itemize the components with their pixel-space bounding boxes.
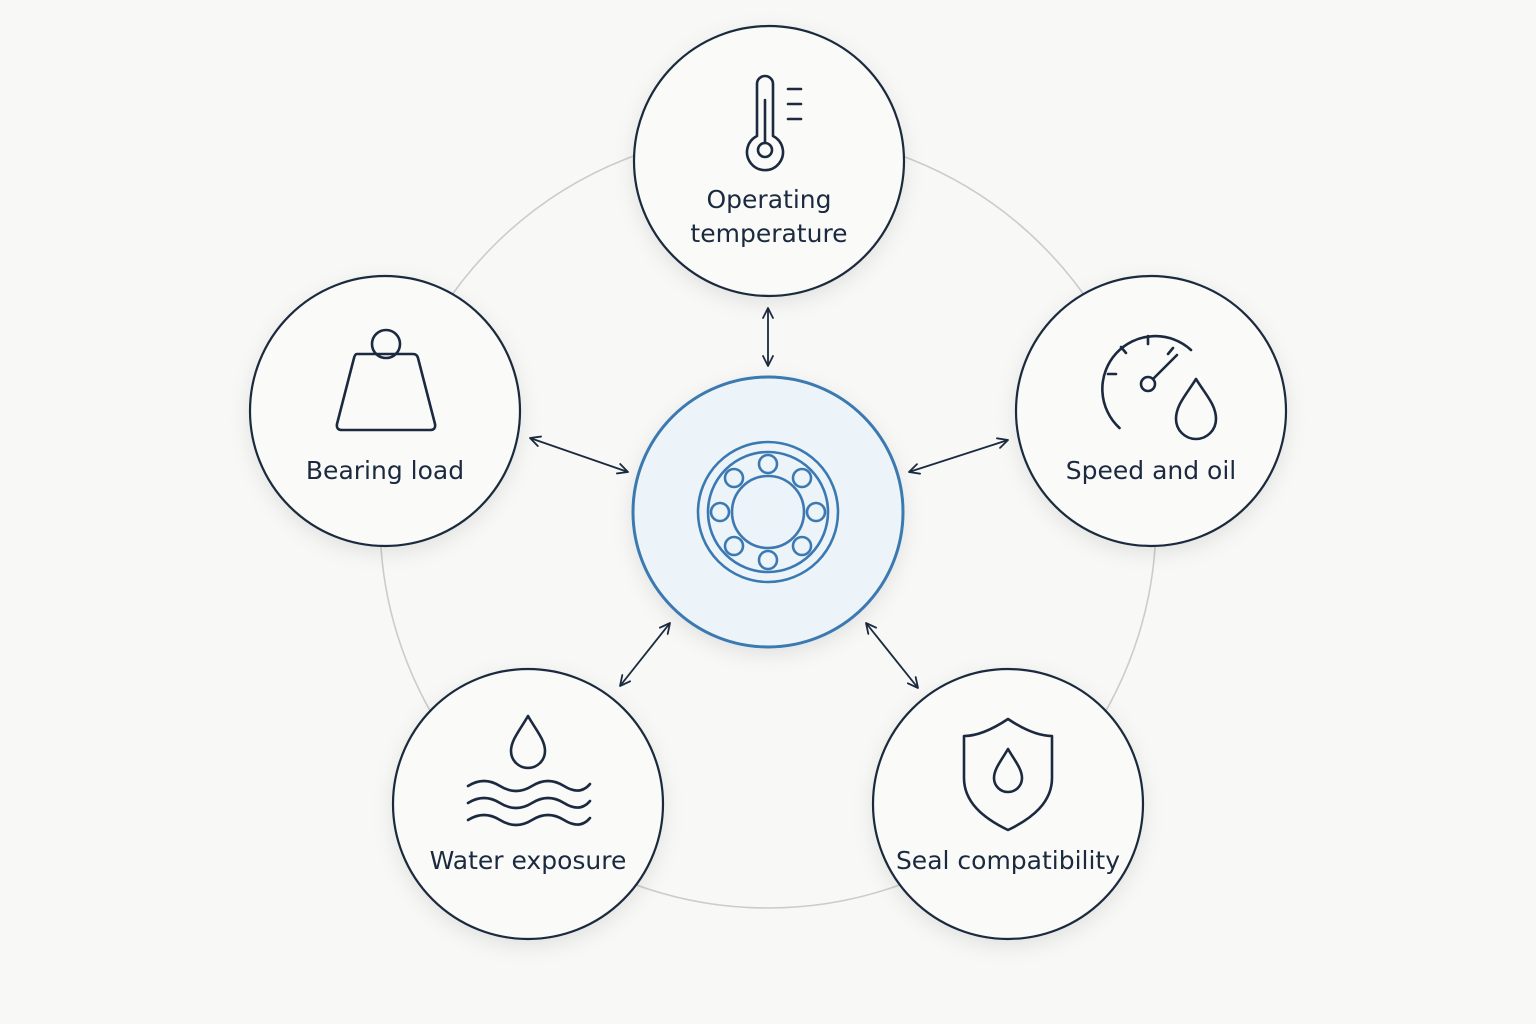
ball-bearing-icon [696, 440, 840, 584]
node-circle [632, 24, 906, 298]
node-circle [871, 667, 1145, 941]
center-node [631, 375, 905, 649]
arrow-load [529, 435, 629, 475]
node-circle [248, 274, 522, 548]
node-circle [1014, 274, 1288, 548]
arrow-speed-oil [908, 437, 1009, 475]
node-seal-compatibility: Seal compatibility [871, 667, 1145, 941]
node-label-line-1: Water exposure [430, 846, 627, 875]
arrow-seal [865, 622, 919, 689]
arrow-water [619, 622, 671, 687]
node-label-line-1: Speed and oil [1066, 456, 1236, 485]
node-operating-temperature: Operating temperature [632, 24, 906, 298]
node-label-line-2: temperature [690, 219, 847, 248]
shield-with-drop-icon [962, 717, 1054, 832]
node-label-line-1: Bearing load [306, 456, 464, 485]
node-speed-and-oil: Speed and oil [1014, 274, 1288, 548]
node-label-line-1: Seal compatibility [896, 846, 1120, 875]
connector-arrows [529, 307, 1009, 689]
node-water-exposure: Water exposure [391, 667, 665, 941]
thermometer-icon [745, 74, 803, 172]
weight-icon [335, 328, 437, 432]
gauge-with-oil-drop-icon [1101, 334, 1218, 441]
node-label-line-1: Operating [707, 185, 832, 214]
center-circle [631, 375, 905, 649]
drop-over-waves-icon [466, 714, 592, 827]
node-bearing-load: Bearing load [248, 274, 522, 548]
